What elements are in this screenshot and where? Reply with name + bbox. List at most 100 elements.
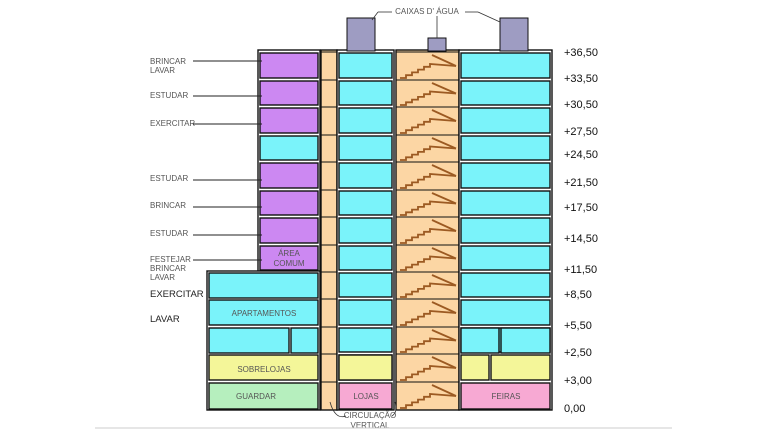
level-label: +36,50 [564, 47, 598, 59]
podium-unit [208, 327, 290, 354]
center-column-unit [338, 354, 393, 381]
level-label: +2,50 [564, 347, 592, 359]
podium-unit [208, 299, 319, 326]
center-column-unit [338, 217, 393, 244]
right-column-unit [460, 217, 551, 244]
level-label: +24,50 [564, 149, 598, 161]
right-column-unit [460, 245, 551, 271]
right-column-unit [460, 162, 551, 189]
right-column-unit [460, 299, 551, 326]
stair-flight [400, 173, 457, 189]
center-column-unit [338, 245, 393, 271]
level-label: 0,00 [564, 403, 585, 415]
right-column-unit [460, 354, 490, 381]
right-column-unit [460, 327, 500, 354]
activity-label-line: ESTUDAR [150, 229, 188, 238]
center-column-unit [338, 52, 393, 79]
stair-flight [400, 118, 457, 134]
center-column-unit [338, 327, 393, 353]
staircase [400, 54, 457, 409]
stair-flight [400, 255, 457, 271]
center-column-unit [338, 190, 393, 216]
circulation-label-1: CIRCULAÇÃO [344, 411, 396, 420]
water-tanks-label: CAIXAS D' ÁGUA [395, 7, 459, 16]
level-label: +3,00 [564, 375, 592, 387]
right-column-unit [460, 135, 551, 161]
stair-flight-upper [431, 109, 457, 122]
stair-flight-upper [431, 384, 457, 397]
activity-label-line: BRINCAR [150, 57, 186, 66]
circulation-label-2: VERTICAL [351, 421, 391, 430]
level-label: +27,50 [564, 126, 598, 138]
level-label: +30,50 [564, 99, 598, 111]
level-label: +11,50 [564, 264, 597, 276]
stair-flight [400, 228, 457, 244]
stair-flight [400, 282, 457, 298]
left-tower-unit [259, 217, 319, 244]
stair-flight [400, 365, 457, 381]
level-label: +17,50 [564, 202, 598, 214]
activity-label: ESTUDAR [150, 174, 188, 183]
stair-flight-upper [431, 356, 457, 369]
circulation-column [320, 49, 338, 411]
podium-unit [208, 272, 319, 299]
activity-label-line: BRINCAR [150, 264, 186, 273]
area-comum-label-1: ÁREA [278, 249, 300, 258]
activity-label: LAVAR [150, 314, 180, 325]
activity-label: ESTUDAR [150, 229, 188, 238]
stair-flight-upper [431, 82, 457, 95]
feiras-block [460, 382, 551, 410]
level-label: +33,50 [564, 73, 598, 85]
stair-flight-upper [431, 219, 457, 232]
right-column-unit [460, 272, 551, 298]
left-tower-unit [259, 245, 319, 271]
circulation-leader [329, 401, 347, 418]
left-tower-unit [259, 162, 319, 189]
right-column-unit [460, 80, 551, 106]
feiras-label: FEIRAS [492, 392, 521, 401]
stair-flight-upper [431, 301, 457, 314]
building-blocks [206, 49, 553, 411]
right-column-unit [460, 107, 551, 134]
left-tower-unit [259, 135, 319, 161]
right-column-unit [490, 354, 551, 381]
left-tower-unit [259, 190, 319, 216]
right-column-unit [460, 52, 551, 79]
level-label: +8,50 [564, 289, 592, 301]
level-label: +21,50 [564, 177, 598, 189]
activity-label-line: LAVAR [150, 66, 175, 75]
right-column-unit [500, 327, 551, 354]
left-tower-unit [259, 107, 319, 134]
water-tank-right [499, 17, 529, 52]
activity-label-line: EXERCITAR [150, 289, 204, 300]
stair-flight [400, 145, 457, 161]
area-comum-label-2: COMUM [273, 259, 304, 268]
center-column-unit [338, 135, 393, 161]
stair-flight-upper [431, 329, 457, 342]
stair-flight [400, 310, 457, 326]
left-tower-unit [259, 52, 319, 79]
center-column-unit [338, 107, 393, 134]
podium-unit [290, 327, 319, 354]
level-labels: +36,50 +33,50 +30,50 +27,50 +24,50 +21,50 +17,… [564, 47, 598, 415]
water-tank-center [427, 37, 447, 52]
center-column-unit [338, 272, 393, 298]
circulation-leader-2 [391, 401, 397, 417]
stair-flight-upper [431, 192, 457, 205]
activity-label-line: BRINCAR [150, 201, 186, 210]
stair-flight-upper [431, 164, 457, 177]
stair-flight [400, 393, 457, 409]
center-column-unit [338, 299, 393, 326]
sobrelojas-label: SOBRELOJAS [237, 365, 290, 374]
stair-flight-upper [431, 247, 457, 260]
activity-label: EXERCITAR [150, 119, 195, 128]
activity-label-line: EXERCITAR [150, 119, 195, 128]
stair-flight [400, 63, 457, 79]
activity-label-line: ESTUDAR [150, 91, 188, 100]
level-label: +14,50 [564, 233, 598, 245]
activity-label: ESTUDAR [150, 91, 188, 100]
